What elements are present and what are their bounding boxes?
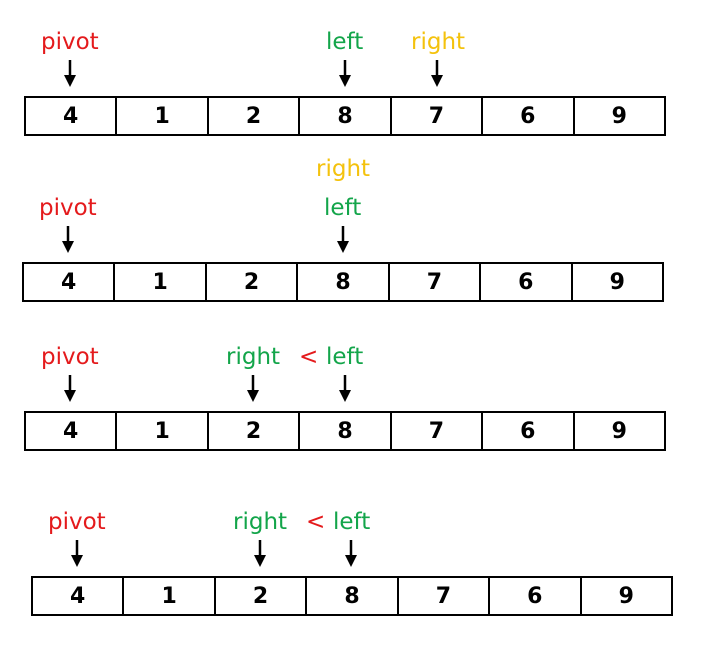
right-arrow-icon <box>431 60 443 87</box>
array-cell: 9 <box>579 578 671 614</box>
left-arrow-icon <box>337 226 349 253</box>
left-label: left <box>326 29 364 55</box>
array-cell: 1 <box>115 98 206 134</box>
pivot-arrow-icon <box>64 60 76 87</box>
right-label: right <box>411 29 466 55</box>
right-arrow-icon <box>247 375 259 402</box>
array-cell: 1 <box>113 264 204 300</box>
array-cell: 2 <box>206 98 298 134</box>
pivot-label: pivot <box>41 29 99 55</box>
array-cell: 1 <box>122 578 213 614</box>
less-than-symbol: < <box>306 509 326 535</box>
array-cell: 7 <box>387 264 479 300</box>
right-arrow-icon <box>254 540 266 567</box>
array-cell: 2 <box>213 578 305 614</box>
array-cell: 1 <box>115 413 206 449</box>
array-cell: 9 <box>570 264 662 300</box>
array-row: 4 1 2 8 7 6 9 <box>24 411 666 451</box>
right-label: right <box>226 344 281 370</box>
array-cell: 7 <box>389 413 481 449</box>
array-cell: 2 <box>206 413 298 449</box>
left-arrow-icon <box>345 540 357 567</box>
array-row: 4 1 2 8 7 6 9 <box>31 576 673 616</box>
right-label: right <box>233 509 288 535</box>
array-cell: 6 <box>481 98 572 134</box>
array-cell: 6 <box>488 578 579 614</box>
array-cell: 8 <box>296 264 387 300</box>
array-cell: 8 <box>305 578 396 614</box>
less-than-symbol: < <box>299 344 319 370</box>
array-cell: 4 <box>61 269 77 295</box>
array-cell: 4 <box>63 103 79 129</box>
pivot-label: pivot <box>48 509 106 535</box>
array-cell: 4 <box>70 583 86 609</box>
left-label: left <box>324 195 362 221</box>
pivot-arrow-icon <box>64 375 76 402</box>
array-row: 4 1 2 8 7 6 9 <box>22 262 664 302</box>
right-label: right <box>316 156 371 182</box>
array-cell: 6 <box>481 413 572 449</box>
array-cell: 9 <box>572 98 664 134</box>
left-arrow-icon <box>339 375 351 402</box>
array-row: 4 1 2 8 7 6 9 <box>24 96 666 136</box>
pivot-arrow-icon <box>71 540 83 567</box>
array-cell: 4 <box>63 418 79 444</box>
left-label: left <box>326 344 364 370</box>
array-cell: 8 <box>298 98 389 134</box>
pivot-arrow-icon <box>62 226 74 253</box>
left-arrow-icon <box>339 60 351 87</box>
pivot-label: pivot <box>39 195 97 221</box>
array-cell: 9 <box>572 413 664 449</box>
array-cell: 7 <box>396 578 488 614</box>
pivot-label: pivot <box>41 344 99 370</box>
array-cell: 8 <box>298 413 389 449</box>
left-label: left <box>333 509 371 535</box>
array-cell: 2 <box>204 264 296 300</box>
array-cell: 7 <box>389 98 481 134</box>
array-cell: 6 <box>479 264 570 300</box>
